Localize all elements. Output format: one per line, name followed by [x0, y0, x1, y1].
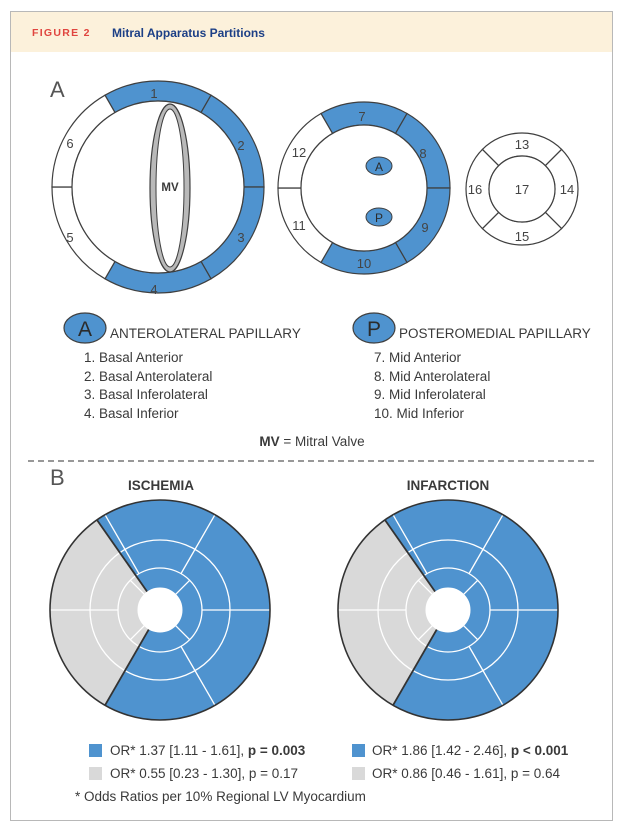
- infarction-apical-divider-3: [417, 625, 433, 641]
- figure-header: FIGURE 2 Mitral Apparatus Partitions: [11, 12, 612, 52]
- infarction-mid-divider-1: [468, 549, 484, 574]
- apical-number-15: 15: [515, 229, 529, 244]
- posteromedial-item-3: 9. Mid Inferolateral: [374, 387, 486, 402]
- ischemia-boundary-lower: [104, 628, 150, 706]
- ischemia-legend-gray-swatch: [89, 767, 102, 780]
- infarction-basal-divider-6: [392, 514, 414, 550]
- anterolateral-item-3: 3. Basal Inferolateral: [84, 387, 208, 402]
- apical-segment-17: [488, 155, 556, 223]
- basal-number-1: 1: [150, 86, 157, 101]
- mid-number-9: 9: [421, 220, 428, 235]
- infarction-mid-divider-3: [468, 646, 484, 671]
- infarction-outline: [337, 499, 559, 721]
- apical-bullseye: [465, 132, 579, 246]
- anterolateral-item-4: 4. Basal Inferior: [84, 406, 179, 421]
- basal-number-3: 3: [237, 230, 244, 245]
- ischemia-basal-divider-6: [104, 514, 126, 550]
- ischemia-mid-divider-1: [180, 549, 196, 574]
- mid-marker-a-label: A: [375, 160, 383, 174]
- ischemia-legend-blue-p: p = 0.003: [248, 743, 306, 758]
- infarction-legend-blue-p: p < 0.001: [511, 743, 569, 758]
- mv-label: MV: [161, 182, 179, 194]
- mid-bullseye: [277, 101, 451, 275]
- mid-marker-a: [365, 156, 393, 176]
- anterolateral-heading: ANTEROLATERAL PAPILLARY: [110, 326, 301, 341]
- apical-number-14: 14: [560, 182, 574, 197]
- infarction-gray-region: [338, 519, 437, 706]
- mid-marker-p: [365, 207, 393, 227]
- figure-label: FIGURE 2: [32, 27, 91, 39]
- infarction-boundary-lower: [392, 628, 438, 706]
- basal-number-6: 6: [66, 136, 73, 151]
- basal-number-2: 2: [237, 138, 244, 153]
- ischemia-legend-blue-swatch: [89, 744, 102, 757]
- mid-number-7: 7: [358, 109, 365, 124]
- infarction-legend-blue: OR* 1.86 [1.42 - 2.46], p < 0.001: [372, 743, 569, 758]
- posteromedial-badge-letter: P: [367, 318, 381, 341]
- infarction-legend-blue-swatch: [352, 744, 365, 757]
- apical-number-17: 17: [515, 182, 529, 197]
- mv-note: MV = Mitral Valve: [259, 434, 364, 449]
- infarction-basal-divider-3: [482, 670, 504, 706]
- basal-number-4: 4: [150, 282, 157, 297]
- mid-number-8: 8: [419, 146, 426, 161]
- anterolateral-item-1: 1. Basal Anterior: [84, 350, 184, 365]
- infarction-boundary-upper: [384, 519, 437, 593]
- infarction-legend-gray-swatch: [352, 767, 365, 780]
- infarction-basal-divider-1: [482, 514, 504, 550]
- infarction-apical-divider-1: [463, 579, 479, 595]
- ischemia-legend-blue-text: OR* 1.37 [1.11 - 1.61],: [110, 743, 248, 758]
- apical-number-13: 13: [515, 137, 529, 152]
- ischemia-basal-divider-3: [194, 670, 216, 706]
- ischemia-legend-gray: OR* 0.55 [0.23 - 1.30], p = 0.17: [110, 766, 298, 781]
- mv-note-abbr: MV: [259, 434, 279, 449]
- infarction-apical-divider-4: [417, 579, 433, 595]
- infarction-mid-divider-6: [412, 549, 428, 574]
- basal-number-5: 5: [66, 230, 73, 245]
- ischemia-legend-blue: OR* 1.37 [1.11 - 1.61], p = 0.003: [110, 743, 306, 758]
- mid-number-10: 10: [357, 256, 371, 271]
- mid-marker-p-label: P: [375, 211, 383, 225]
- ischemia-apical-divider-4: [129, 579, 145, 595]
- infarction-center: [425, 587, 471, 633]
- mid-number-12: 12: [292, 145, 306, 160]
- ischemia-apical-divider-2: [175, 625, 191, 641]
- posteromedial-item-4: 10. Mid Inferior: [374, 406, 465, 421]
- mid-number-11: 11: [292, 218, 306, 233]
- odds-ratio-footnote: * Odds Ratios per 10% Regional LV Myocar…: [75, 789, 366, 804]
- posteromedial-item-2: 8. Mid Anterolateral: [374, 369, 490, 384]
- anterolateral-item-2: 2. Basal Anterolateral: [84, 369, 212, 384]
- infarction-legend-gray: OR* 0.86 [0.46 - 1.61], p = 0.64: [372, 766, 560, 781]
- posteromedial-heading: POSTEROMEDIAL PAPILLARY: [399, 326, 591, 341]
- ischemia-boundary-upper: [96, 519, 149, 593]
- ischemia-title: ISCHEMIA: [128, 478, 194, 493]
- infarction-apical-divider-2: [463, 625, 479, 641]
- anterolateral-badge-letter: A: [78, 318, 92, 341]
- ischemia-mid-divider-6: [124, 549, 140, 574]
- anterolateral-badge: [63, 312, 107, 344]
- panel-b-letter: B: [50, 465, 65, 490]
- ischemia-gray-region: [49, 519, 149, 706]
- ischemia-outline: [49, 499, 271, 721]
- ischemia-mid-divider-3: [180, 646, 196, 671]
- panel-a-letter: A: [50, 77, 65, 102]
- mid-inner-cavity: [300, 124, 428, 252]
- infarction-bullseye: [337, 499, 559, 721]
- posteromedial-badge: [352, 312, 396, 344]
- ischemia-apical-divider-3: [129, 625, 145, 641]
- apical-number-16: 16: [468, 182, 482, 197]
- figure-title: Mitral Apparatus Partitions: [112, 26, 265, 40]
- ischemia-center: [137, 587, 183, 633]
- ischemia-bullseye: [49, 499, 271, 721]
- mv-note-rest: = Mitral Valve: [280, 434, 365, 449]
- mitral-valve-inner: [155, 108, 185, 268]
- ischemia-basal-divider-1: [194, 514, 216, 550]
- ischemia-apical-divider-1: [175, 579, 191, 595]
- posteromedial-item-1: 7. Mid Anterior: [374, 350, 462, 365]
- infarction-legend-blue-text: OR* 1.86 [1.42 - 2.46],: [372, 743, 511, 758]
- infarction-title: INFARCTION: [407, 478, 490, 493]
